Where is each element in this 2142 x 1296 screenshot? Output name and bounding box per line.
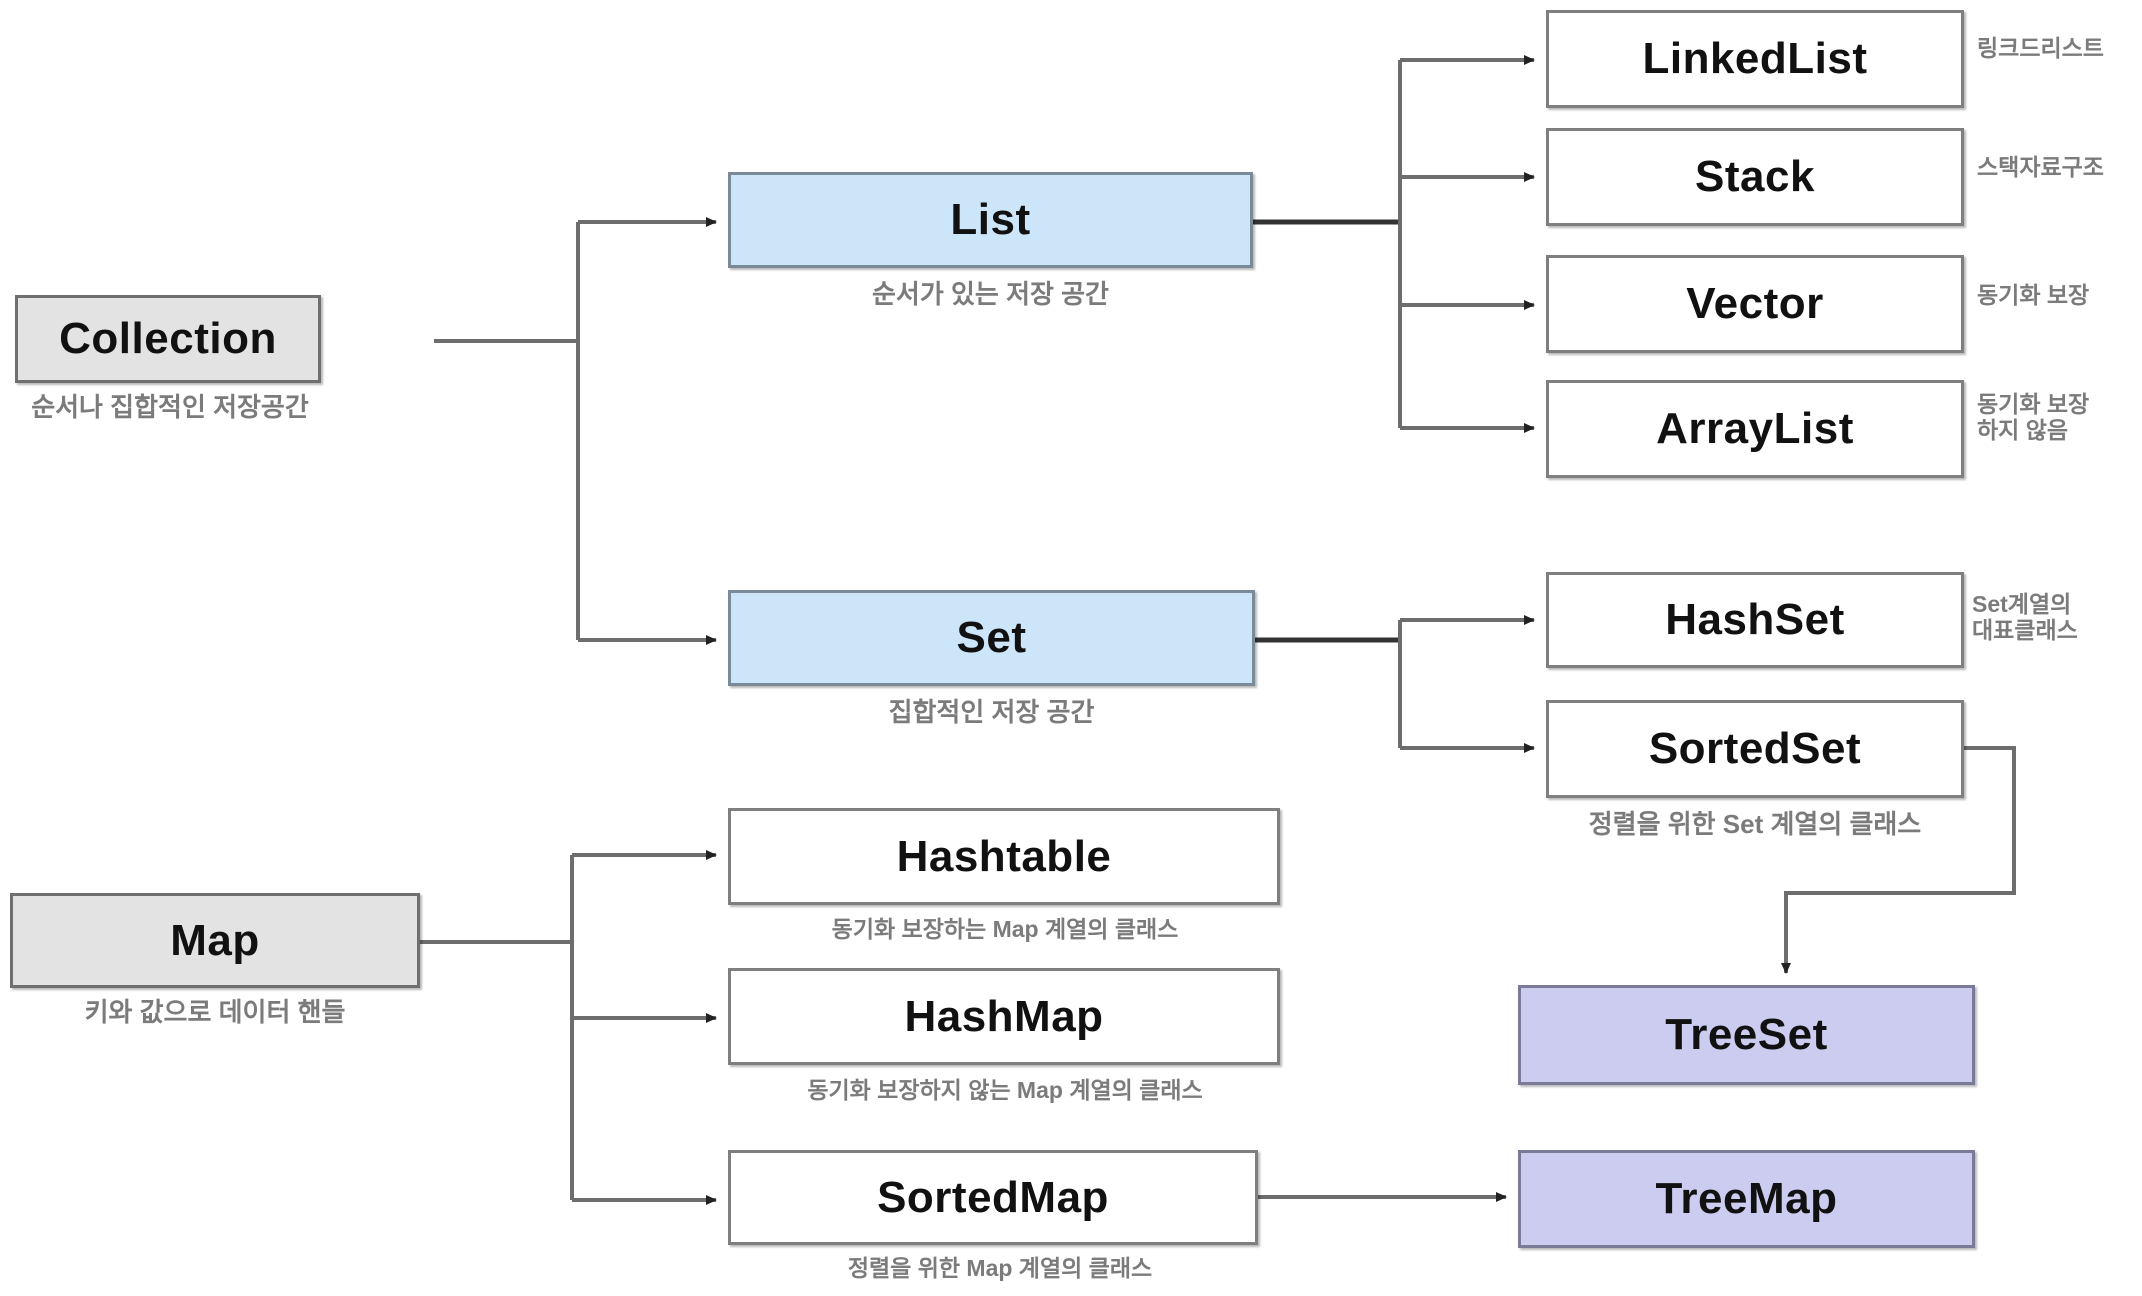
caption-map: 키와 값으로 데이터 핸들 bbox=[84, 997, 346, 1027]
node-map-label: Map bbox=[170, 915, 260, 965]
node-list-label: List bbox=[950, 195, 1031, 244]
caption-hashtable: 동기화 보장하는 Map 계열의 클래스 bbox=[831, 916, 1179, 942]
node-hashtable[interactable]: Hashtable bbox=[728, 808, 1280, 905]
node-hashmap-label: HashMap bbox=[904, 991, 1104, 1041]
node-map[interactable]: Map bbox=[10, 893, 420, 988]
node-sortedmap-label: SortedMap bbox=[877, 1172, 1109, 1222]
node-stack[interactable]: Stack bbox=[1546, 128, 1964, 226]
node-linkedlist[interactable]: LinkedList bbox=[1546, 10, 1964, 108]
node-treeset[interactable]: TreeSet bbox=[1518, 985, 1975, 1085]
node-arraylist-label: ArrayList bbox=[1656, 404, 1854, 453]
caption-set: 집합적인 저장 공간 bbox=[888, 697, 1095, 727]
node-vector[interactable]: Vector bbox=[1546, 255, 1964, 353]
node-sortedset-label: SortedSet bbox=[1648, 724, 1862, 773]
caption-sortedmap: 정렬을 위한 Map 계열의 클래스 bbox=[847, 1255, 1153, 1281]
node-sortedset[interactable]: SortedSet bbox=[1546, 700, 1964, 798]
caption-list: 순서가 있는 저장 공간 bbox=[872, 279, 1109, 309]
caption-sortedset: 정렬을 위한 Set 계열의 클래스 bbox=[1588, 809, 1922, 839]
node-set-label: Set bbox=[956, 613, 1027, 662]
node-collection[interactable]: Collection bbox=[15, 295, 321, 383]
node-collection-label: Collection bbox=[59, 314, 277, 363]
caption-collection: 순서나 집합적인 저장공간 bbox=[31, 392, 309, 422]
node-arraylist[interactable]: ArrayList bbox=[1546, 380, 1964, 478]
node-list[interactable]: List bbox=[728, 172, 1253, 268]
node-hashtable-label: Hashtable bbox=[896, 831, 1112, 881]
node-treeset-label: TreeSet bbox=[1665, 1010, 1828, 1059]
note-vector: 동기화 보장 bbox=[1977, 282, 2090, 308]
node-vector-label: Vector bbox=[1686, 279, 1824, 328]
node-hashset-label: HashSet bbox=[1665, 595, 1845, 644]
note-stack: 스택자료구조 bbox=[1977, 154, 2104, 180]
node-treemap-label: TreeMap bbox=[1655, 1174, 1838, 1223]
node-set[interactable]: Set bbox=[728, 590, 1255, 686]
node-stack-label: Stack bbox=[1695, 152, 1815, 201]
node-sortedmap[interactable]: SortedMap bbox=[728, 1150, 1258, 1245]
node-treemap[interactable]: TreeMap bbox=[1518, 1150, 1975, 1248]
node-hashmap[interactable]: HashMap bbox=[728, 968, 1280, 1065]
note-linkedlist: 링크드리스트 bbox=[1977, 35, 2104, 61]
note-hashset: Set계열의 대표클래스 bbox=[1972, 591, 2078, 643]
node-hashset[interactable]: HashSet bbox=[1546, 572, 1964, 668]
note-arraylist: 동기화 보장 하지 않음 bbox=[1977, 391, 2090, 443]
caption-hashmap: 동기화 보장하지 않는 Map 계열의 클래스 bbox=[807, 1077, 1203, 1103]
node-linkedlist-label: LinkedList bbox=[1642, 34, 1868, 83]
